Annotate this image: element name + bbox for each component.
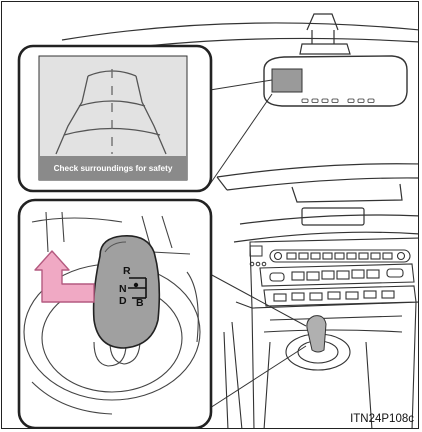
shift-pos-n: N xyxy=(119,283,127,295)
shift-pos-d: D xyxy=(119,295,127,307)
dashboard-top xyxy=(217,164,419,242)
figure-code: ITN24P108c xyxy=(350,413,414,425)
shift-pos-r: R xyxy=(123,265,131,277)
leader-line-mirror xyxy=(210,80,272,90)
mirror-camera-display xyxy=(272,69,302,92)
camera-caption: Check surroundings for safety xyxy=(40,156,186,180)
shift-lever-knob: R N D B xyxy=(94,236,160,348)
center-stack xyxy=(250,238,419,308)
dash-shift-knob xyxy=(307,316,326,352)
rearview-mirror-mount xyxy=(300,14,350,54)
mirror-buttons xyxy=(302,99,374,103)
rearview-mirror xyxy=(264,56,407,106)
dashboard-illustration: R N D B xyxy=(2,2,419,429)
shift-pos-b: B xyxy=(136,297,144,309)
shift-lever-inset: R N D B xyxy=(19,200,211,428)
